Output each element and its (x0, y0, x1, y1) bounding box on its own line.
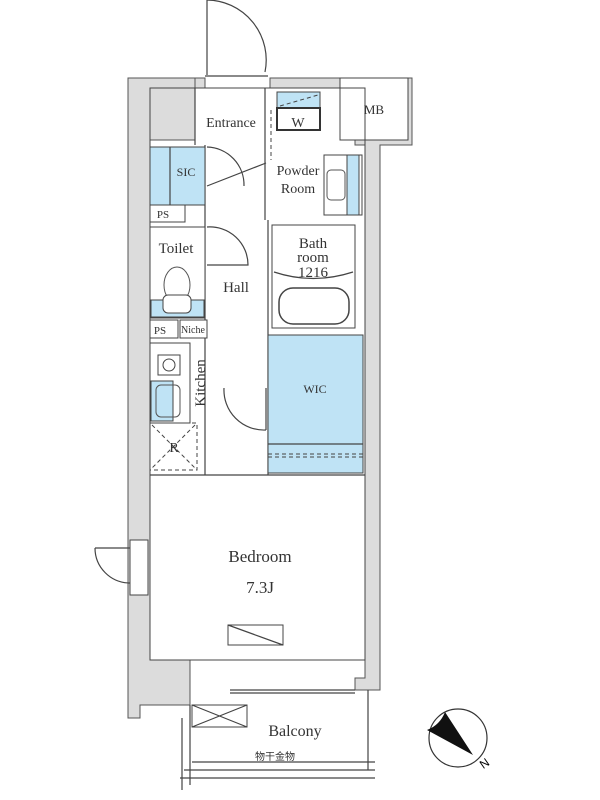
entrance-label: Entrance (206, 116, 256, 131)
niche-box (179, 319, 208, 339)
entrance-door (205, 0, 268, 77)
ps-upper-box (149, 204, 186, 223)
bedroom-size-label: 7.3J (246, 578, 274, 597)
refrigerator-label: R (169, 441, 179, 456)
hall-label: Hall (223, 280, 249, 296)
walk-in-closet: WIC (223, 334, 364, 474)
vanity-sink (323, 154, 363, 216)
ps-lower-box (149, 319, 179, 339)
ps-lower-label: PS (154, 325, 166, 337)
bathroom: Bath room 1216 (271, 224, 356, 329)
niche-label: Niche (181, 325, 205, 336)
compass-north-label: N (477, 755, 492, 771)
powder-room-label-1: Powder (277, 164, 320, 179)
washer-space: W (276, 91, 321, 131)
toilet-room: Toilet (149, 226, 249, 319)
wic-label: WIC (303, 382, 326, 396)
powder-room-label-2: Room (281, 182, 315, 197)
ps-upper-label: PS (157, 209, 169, 221)
meter-box: MB (339, 77, 409, 141)
kitchen-label: Kitchen (193, 359, 209, 407)
north-compass-icon: N (427, 708, 492, 772)
balcony: Balcony 物干金物 (180, 689, 375, 790)
bath-label-2: room (297, 250, 329, 266)
watermark: CO (398, 367, 481, 433)
sic-closet: SIC (149, 146, 267, 206)
bedroom: Bedroom 7.3J (227, 547, 292, 646)
toilet-label: Toilet (159, 241, 195, 257)
drying-hardware-label: 物干金物 (255, 750, 295, 763)
washer-label: W (291, 116, 305, 131)
kitchen: R Kitchen (149, 342, 209, 471)
bath-label-1: Bath (299, 236, 328, 252)
bedroom-label: Bedroom (228, 547, 291, 566)
meter-box-label: MB (364, 102, 385, 117)
bath-size-label: 1216 (298, 265, 329, 281)
side-door (94, 539, 149, 596)
sic-label: SIC (177, 165, 196, 179)
balcony-label: Balcony (268, 723, 321, 740)
